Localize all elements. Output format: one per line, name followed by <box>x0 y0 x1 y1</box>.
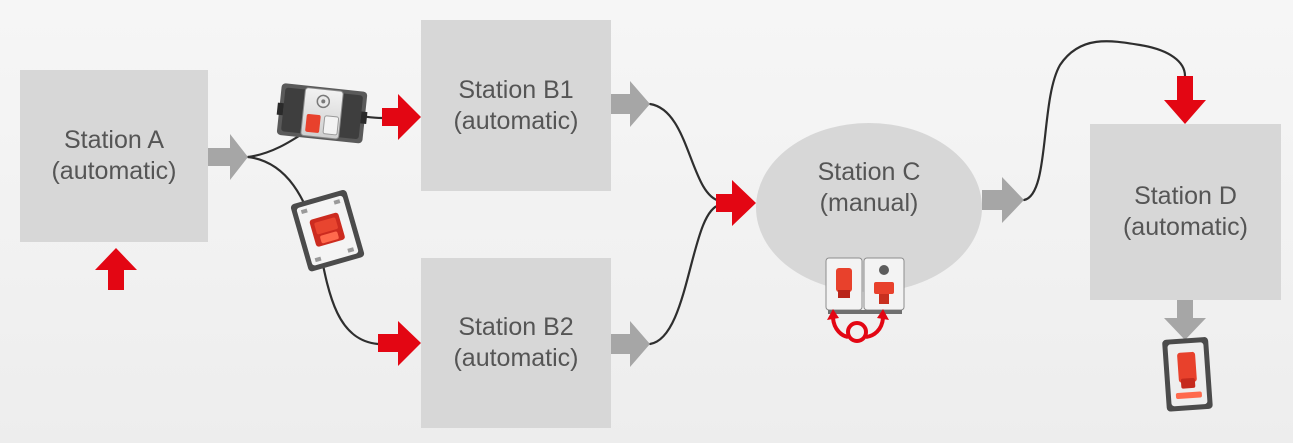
station-c-mode: (manual) <box>819 188 919 217</box>
station-a-title: Station A <box>63 126 165 154</box>
line-c-to-d <box>1022 40 1187 202</box>
station-a-mode: (automatic) <box>51 157 177 185</box>
station-d: Station D (automatic) <box>1090 124 1281 300</box>
red-arrow-a-in <box>95 248 137 290</box>
station-d-mode: (automatic) <box>1122 213 1249 241</box>
device-panel-icon <box>290 189 365 272</box>
rotation-indicator-icon <box>831 317 885 343</box>
station-b1-title: Station B1 <box>458 75 574 104</box>
red-arrow-c-in <box>716 180 756 226</box>
red-arrow-b1-in <box>382 94 421 140</box>
output-part-icon <box>1162 337 1213 412</box>
grey-arrow-d-out <box>1164 300 1206 340</box>
red-arrow-d-in <box>1164 76 1206 124</box>
red-arrow-b2-in <box>378 321 421 366</box>
station-b2-mode: (automatic) <box>453 344 579 372</box>
rotation-left-arrowhead <box>827 309 839 320</box>
grey-arrow-b2-out <box>611 321 650 367</box>
line-b1-to-c <box>648 102 722 203</box>
station-b1: Station B1 (automatic) <box>421 20 611 191</box>
grey-arrow-a-out <box>208 134 248 180</box>
station-d-title: Station D <box>1134 182 1237 210</box>
line-b2-to-c <box>648 203 722 346</box>
station-c-title: Station C <box>817 157 921 186</box>
station-a: Station A (automatic) <box>20 70 208 242</box>
station-c: Station C (manual) <box>756 123 982 292</box>
manual-device-icon <box>825 257 905 314</box>
grey-arrow-b1-out <box>611 81 650 127</box>
device-module-icon <box>276 83 368 144</box>
station-b1-mode: (automatic) <box>453 106 579 135</box>
rotation-right-arrowhead <box>877 309 889 320</box>
station-b2-title: Station B2 <box>458 313 574 341</box>
grey-arrow-c-out <box>982 177 1024 223</box>
station-b2: Station B2 (automatic) <box>421 258 611 428</box>
